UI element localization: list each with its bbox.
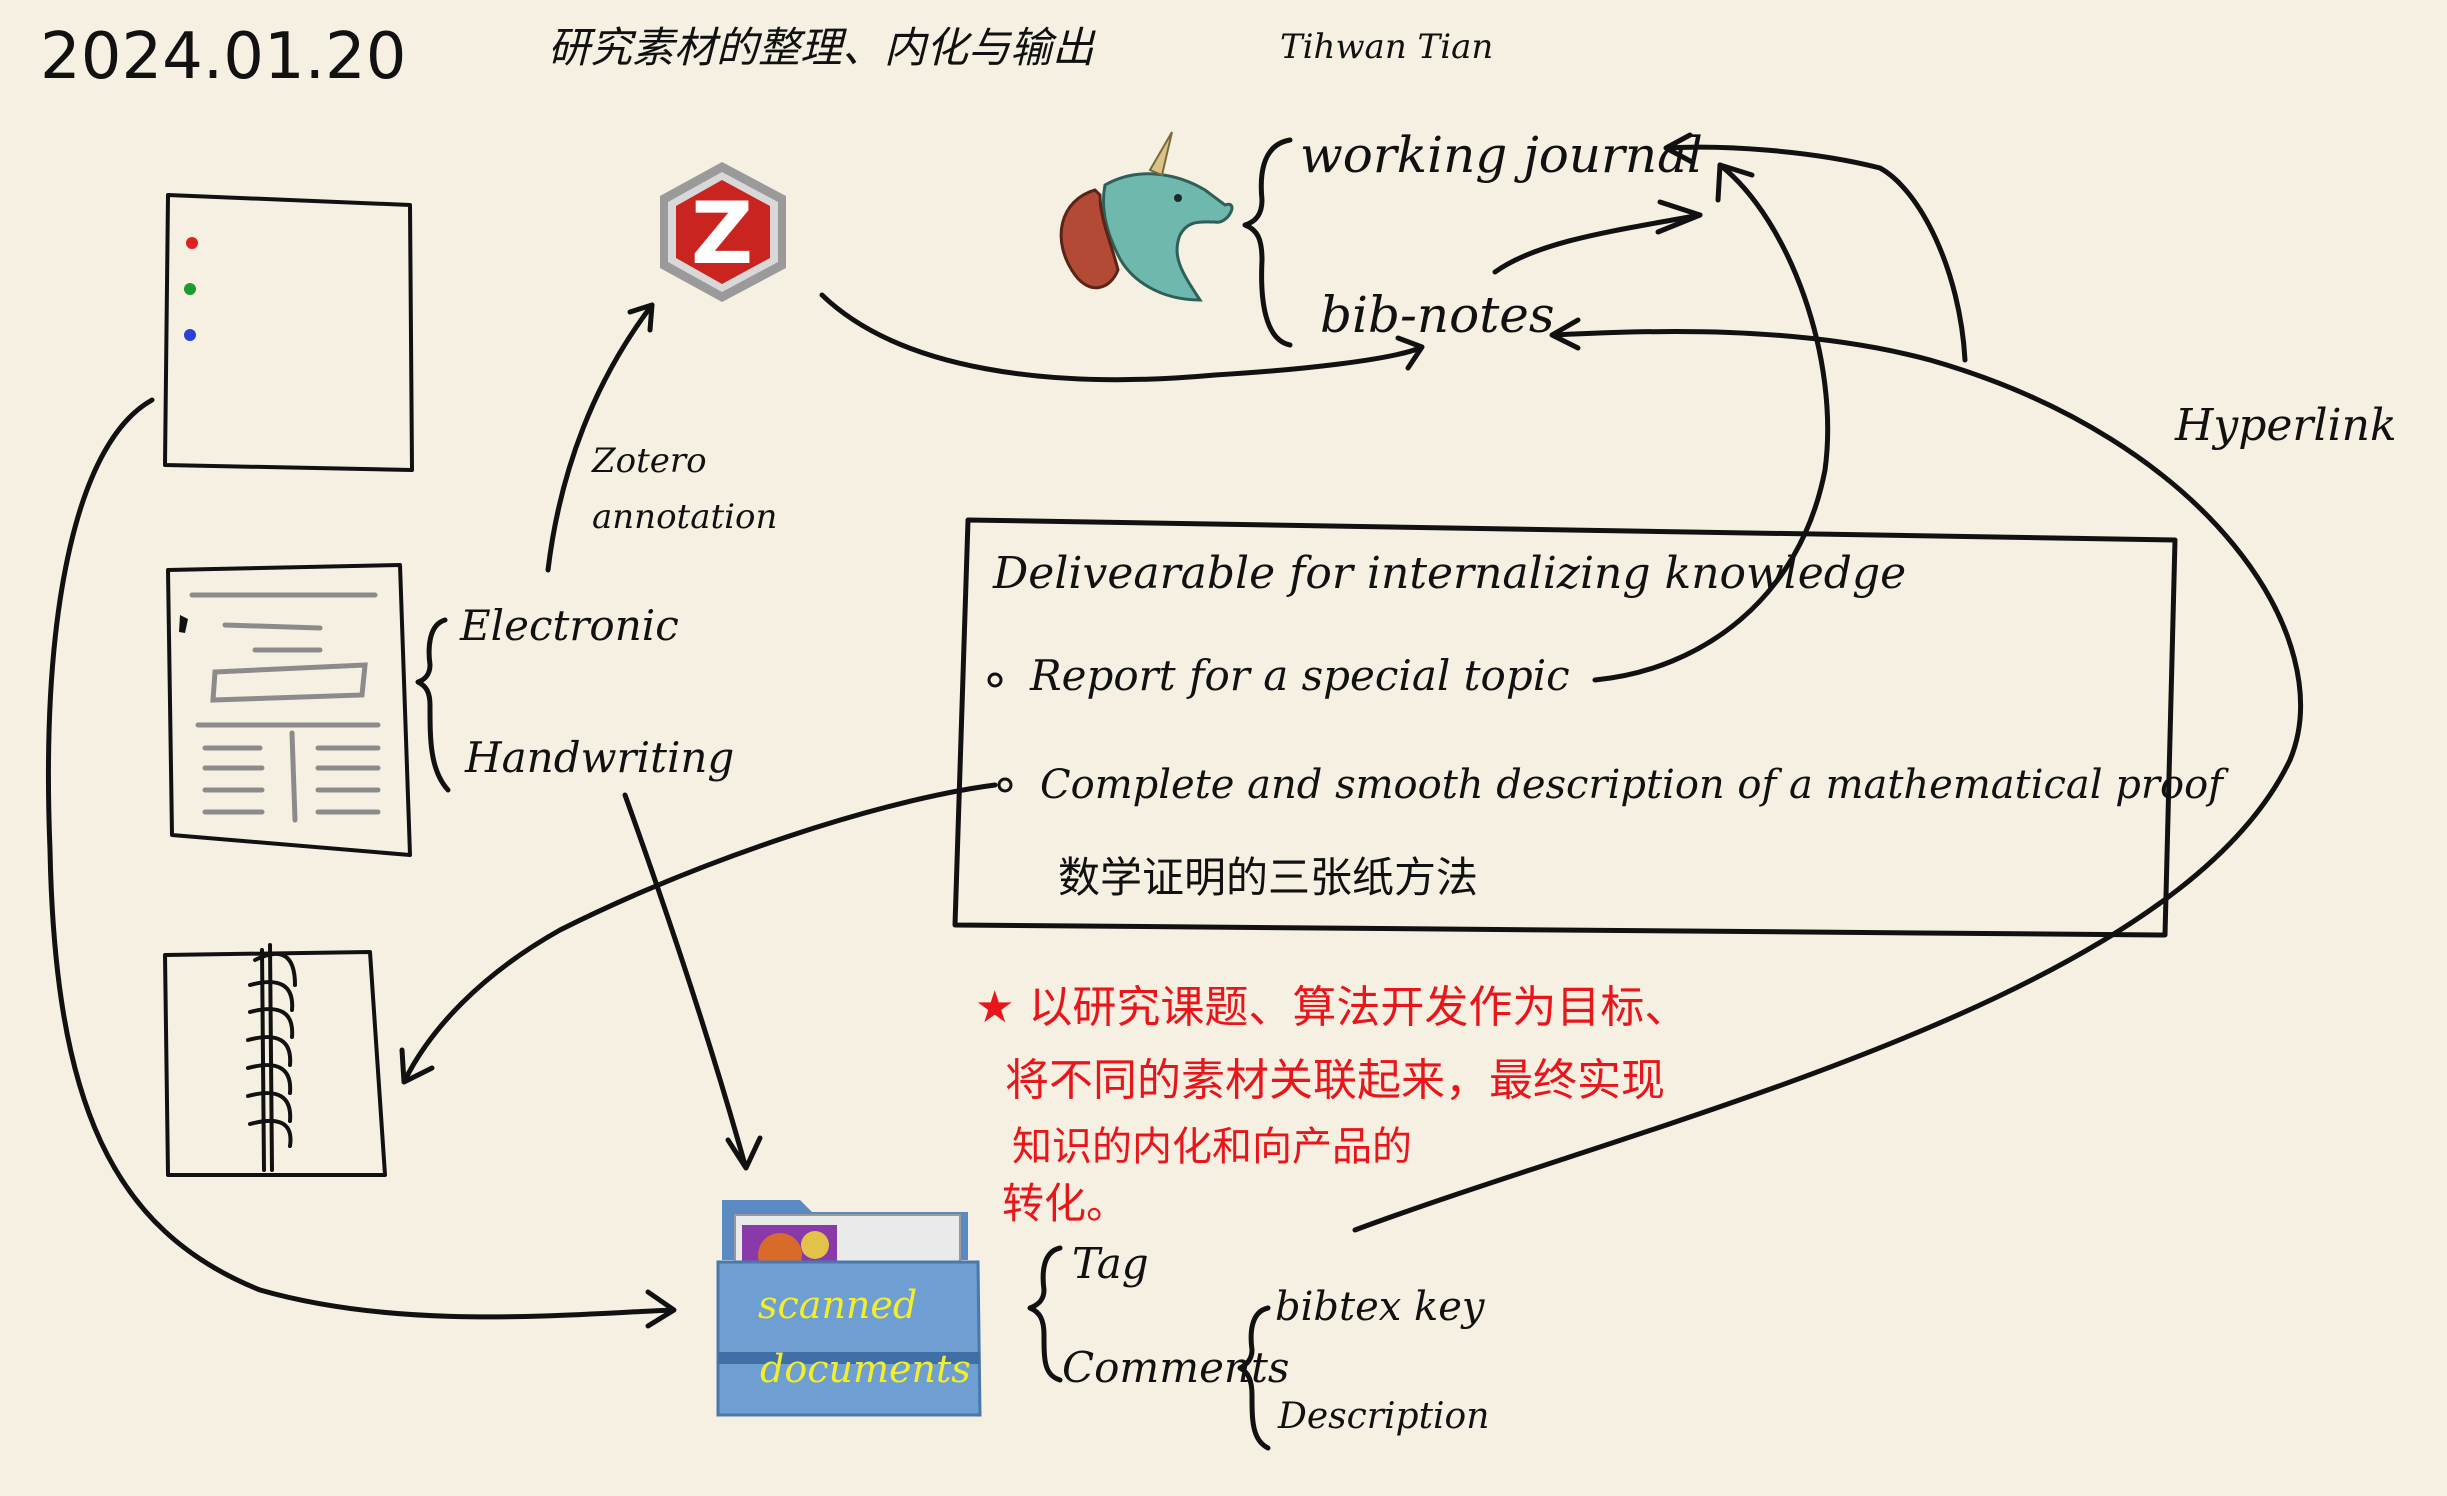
author-label: Tihwan Tian [1280, 27, 1493, 67]
arrow-proof-to-notebook [402, 782, 998, 1083]
description-label: Description [1277, 1396, 1489, 1437]
arrow-zotero-to-bibnotes [819, 292, 1423, 383]
bibtex-key-label: bibtex key [1275, 1284, 1486, 1330]
bib-notes-label: bib-notes [1320, 286, 1555, 344]
source-brace [415, 617, 451, 793]
page-title: 研究素材的整理、内化与输出 [548, 23, 1096, 72]
unicorn-icon [1059, 131, 1234, 302]
deliverable-bullet-2-cn: 数学证明的三张纸方法 [1058, 853, 1478, 902]
folder-icon: scanned documents [716, 1200, 982, 1417]
hyperlink-label: Hyperlink [2174, 400, 2397, 451]
goal-line-3: 知识的内化和向产品的 [1012, 1124, 1412, 1170]
notes-brace [1242, 137, 1293, 348]
spiral-notebook-icon [163, 943, 387, 1177]
deliverable-title: Delivearable for internalizing knowledge [992, 548, 1906, 599]
zotero-annotation-label-2: annotation [592, 497, 777, 537]
deliverable-bullet-1: Report for a special topic [1029, 651, 1570, 700]
zotero-letter: Z [691, 184, 753, 284]
electronic-label: Electronic [459, 601, 679, 650]
arrow-hyperlink-to-bibnotes [1352, 328, 2303, 1233]
arrow-hyperlink-to-journal [1665, 144, 1968, 363]
zotero-annotation-label-1: Zotero [591, 441, 707, 481]
goal-line-2: 将不同的素材关联起来，最终实现 [1005, 1055, 1665, 1106]
deliverable-bullet-2: Complete and smooth description of a mat… [1040, 762, 2229, 808]
arrow-report-to-journal [1592, 162, 1831, 683]
zotero-icon: Z [660, 162, 786, 302]
date-label: 2024.01.20 [40, 20, 406, 94]
folder-label-1: scanned [758, 1283, 917, 1327]
comments-label: Comments [1062, 1343, 1289, 1392]
goal-line-4: 转化。 [1002, 1179, 1128, 1228]
annotated-paper-icon [166, 563, 412, 857]
arrow-zotero-annotation [545, 302, 655, 573]
working-journal-label: working journal [1300, 126, 1703, 184]
folder-label-2: documents [760, 1347, 971, 1391]
connector-arrows [46, 132, 2303, 1329]
handwriting-label: Handwriting [464, 733, 734, 782]
arrow-bibnotes-to-journal [1492, 212, 1703, 275]
folder-meta-brace [1027, 1245, 1063, 1383]
goal-line-1: ★ 以研究课题、算法开发作为目标、 [975, 982, 1688, 1033]
arrow-handwriting-to-folder [622, 792, 748, 1168]
electronic-document-icon [163, 193, 414, 472]
arrow-document-to-folder [46, 397, 675, 1320]
tag-label: Tag [1072, 1239, 1149, 1288]
comments-brace [1237, 1305, 1271, 1451]
